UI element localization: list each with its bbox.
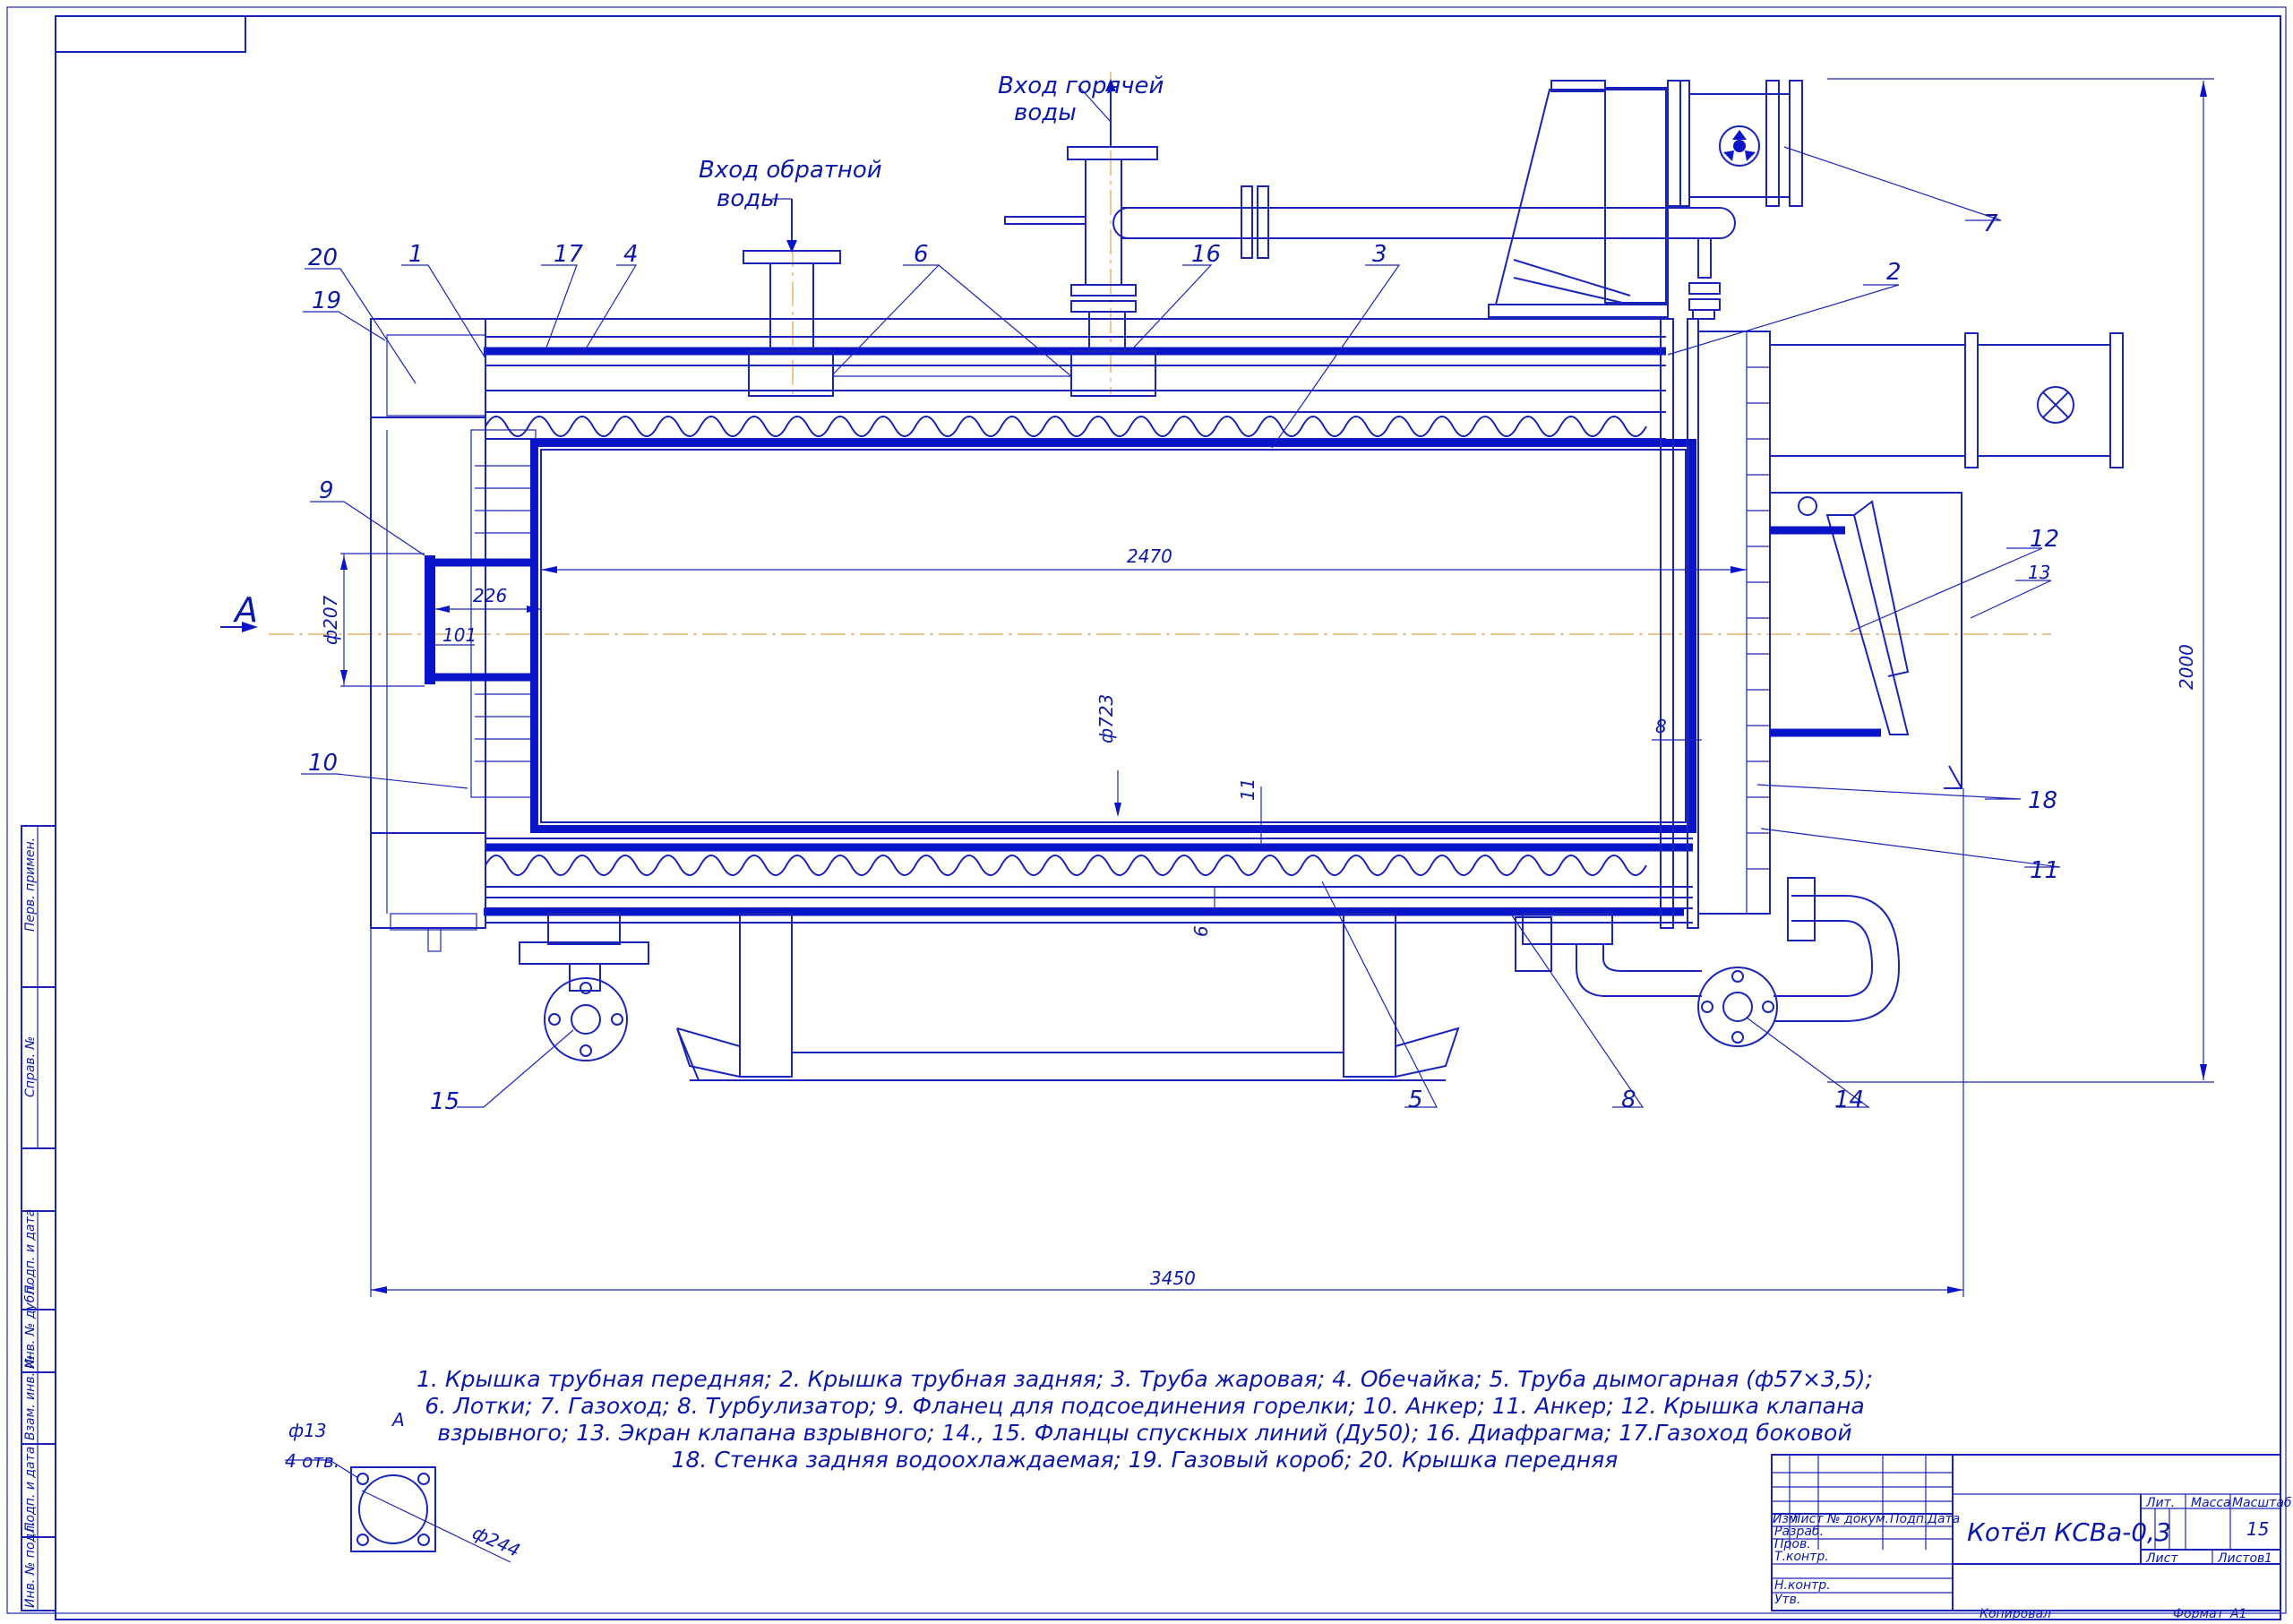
title-block-texts: Котёл КСВа-0,3 Изм Лист № докум. Подп. Д… (1773, 1496, 2292, 1621)
dim-3450: 3450 (1150, 1267, 1196, 1289)
part-14: 14 (1834, 1087, 1864, 1113)
dimension-lines (220, 78, 2214, 1297)
title-block (1771, 1454, 2281, 1611)
part-9: 9 (319, 477, 334, 504)
tb-listov: 1 (2264, 1551, 2272, 1566)
explosion-valve (1770, 492, 1962, 789)
part-20: 20 (308, 245, 338, 271)
part-15: 15 (430, 1088, 459, 1115)
dim-8: 8 (1655, 716, 1667, 737)
label-hot-water-2: воды (1014, 99, 1077, 126)
part-13: 13 (2028, 562, 2050, 583)
tb-scale: 15 (2246, 1518, 2269, 1540)
stamp-perv: Перв. примен. (23, 838, 38, 932)
part-labels: Вход горячей воды Вход обратной воды А А… (232, 73, 2059, 1431)
tb-lit: Лит. (2145, 1496, 2175, 1510)
tb-massa: Масса (2191, 1496, 2231, 1510)
tb-podp: Подп. (1890, 1512, 1928, 1526)
sheet-frame (6, 6, 2287, 1620)
flue-lower (1769, 332, 2124, 468)
part-3: 3 (1372, 241, 1387, 268)
part-10: 10 (308, 750, 338, 777)
stamp-inv-dubl: Инв. № дубл. (23, 1283, 38, 1369)
tb-nkontr: Н.контр. (1774, 1578, 1831, 1593)
tb-data: Дата (1927, 1512, 1960, 1526)
label-hot-water-1: Вход горячей (998, 73, 1164, 99)
part-4: 4 (623, 241, 639, 268)
tb-kopiroval: Копировал (1980, 1607, 2051, 1620)
label-return-water-1: Вход обратной (699, 157, 882, 184)
tb-list: Лист (1791, 1512, 1824, 1526)
dim-226: 226 (473, 585, 507, 606)
stamp-podp2: Подп. и дата (23, 1447, 38, 1532)
drain-flange-15 (519, 913, 649, 1061)
tb-prov: Пров. (1774, 1537, 1811, 1551)
part-7: 7 (1983, 211, 1998, 237)
part-12: 12 (2030, 526, 2059, 553)
tb-tkontr: Т.контр. (1774, 1550, 1829, 1564)
part-6: 6 (914, 241, 929, 268)
label-view-a: А (232, 590, 258, 630)
dim-6: 6 (1190, 925, 1212, 937)
boiler-body (370, 318, 1771, 952)
rear-wall-ribs (1747, 366, 1770, 870)
dim-11: 11 (1237, 778, 1258, 801)
drawing-title: Котёл КСВа-0,3 (1967, 1517, 2171, 1547)
part-1: 1 (408, 241, 424, 268)
tb-format: Формат (2173, 1607, 2225, 1620)
part-17: 17 (554, 241, 584, 268)
tb-masshtab: Масштаб (2232, 1496, 2292, 1510)
return-water-pipe (743, 199, 841, 352)
label-view-a-small: А (391, 1409, 405, 1431)
notes-line-2: 6. Лотки; 7. Газоход; 8. Турбулизатор; 9… (425, 1393, 1864, 1419)
notes-line-1: 1. Крышка трубная передняя; 2. Крышка тр… (417, 1366, 1873, 1392)
notes-line-4: 18. Стенка задняя водоохлаждаемая; 19. Г… (672, 1447, 1619, 1473)
part-5: 5 (1408, 1087, 1423, 1113)
part-19: 19 (312, 288, 341, 314)
stamp-podp1: Подп. и дата (23, 1209, 38, 1294)
dim-101: 101 (442, 624, 477, 646)
tb-doc: № докум. (1826, 1512, 1889, 1526)
dim-2000: 2000 (2176, 644, 2197, 690)
drain-flange-14 (1515, 877, 1901, 1047)
notes-line-3: взрывного; 13. Экран клапана взрывного; … (437, 1420, 1851, 1446)
part-18: 18 (2028, 787, 2057, 814)
dim-2470: 2470 (1127, 546, 1172, 567)
hot-water-pipe (1004, 79, 1736, 352)
dimension-texts: 2470 226 101 ф207 ф723 8 11 6 2000 3450 … (285, 546, 2197, 1561)
dim-723: ф723 (1095, 694, 1117, 743)
flue-upper (1488, 80, 1803, 318)
tb-list-lbl: Лист (2145, 1551, 2178, 1566)
stamp-inv-podl: Инв. № подл. (23, 1521, 38, 1608)
tb-listov-lbl: Листов (2217, 1551, 2264, 1566)
tb-izm: Изм (1773, 1512, 1799, 1526)
side-stamp: Перв. примен. Справ. № Подп. и дата Инв.… (21, 825, 56, 1611)
tb-razrab: Разраб. (1774, 1525, 1824, 1539)
dim-hole-d13: ф13 (288, 1420, 327, 1441)
tb-format-val: А1 (2229, 1607, 2246, 1620)
parts-list-notes: 1. Крышка трубная передняя; 2. Крышка тр… (417, 1366, 1873, 1473)
dim-holes-count: 4 отв. (285, 1450, 339, 1472)
tb-utv: Утв. (1774, 1593, 1800, 1607)
part-11: 11 (2030, 857, 2059, 884)
stamp-sprav: Справ. № (23, 1036, 38, 1097)
tube-ends-left (475, 465, 536, 762)
stamp-vzam: Взам. инв. № (23, 1355, 38, 1440)
part-2: 2 (1886, 259, 1902, 286)
supports (676, 913, 1460, 1081)
part-8: 8 (1621, 1087, 1636, 1113)
leader-lines (301, 85, 2061, 1108)
label-return-water-2: воды (717, 185, 779, 212)
view-a-detail (285, 1459, 511, 1563)
part-16: 16 (1191, 241, 1221, 268)
dim-207: ф207 (320, 595, 341, 645)
